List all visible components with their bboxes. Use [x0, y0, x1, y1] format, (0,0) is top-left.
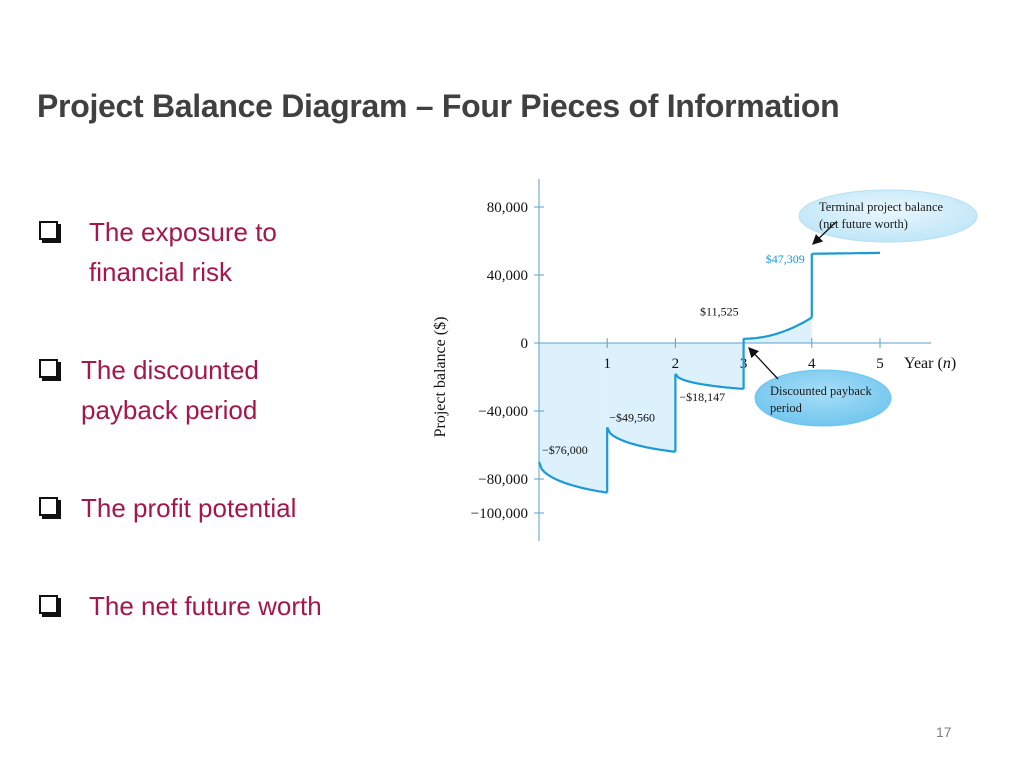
checkbox-bullet-icon: [39, 497, 58, 516]
y-tick-label: −100,000: [471, 506, 528, 522]
balance-segment-year-2: [606, 426, 676, 453]
payback-text-1: Discounted payback: [770, 384, 872, 398]
terminal-balance-callout: [798, 189, 978, 243]
area-fill-year-2: [607, 343, 676, 452]
area-fill-year-3: [675, 343, 744, 389]
payback-text-2: period: [770, 401, 803, 415]
slide-title: Project Balance Diagram – Four Pieces of…: [37, 88, 840, 124]
area-fill-year-1: [539, 343, 608, 493]
checkbox-bullet-icon: [39, 221, 58, 240]
y-tick-label: −80,000: [478, 472, 528, 488]
annotations: Terminal project balance (net future wort…: [748, 189, 978, 427]
terminal-balance-text-1: Terminal project balance: [819, 200, 944, 214]
balance-segment-year-1: [537, 461, 608, 494]
bullet-nfw: The net future worth: [37, 586, 407, 626]
bullet-profit: The profit potential: [37, 488, 407, 528]
y-tick-label: −40,000: [478, 404, 528, 420]
bullet-payback: The discounted payback period: [37, 350, 407, 430]
balance-segment-year-5: [811, 251, 880, 255]
data-label-year-3: $11,525: [700, 304, 739, 318]
area-fill: [539, 317, 812, 493]
data-label-year-2: −$18,147: [679, 390, 725, 404]
axes: 80,00040,0000−40,000−80,000−100,00012345…: [432, 179, 956, 541]
bullet-list: The exposure to financial risk The disco…: [37, 212, 407, 626]
payback-arrow: [748, 347, 779, 380]
terminal-balance-arrow: [812, 221, 837, 245]
area-fill-year-4: [743, 317, 812, 343]
x-tick-label: 4: [808, 356, 816, 372]
terminal-balance-text-2: (net future worth): [819, 217, 908, 231]
balance-segment-year-3: [674, 373, 744, 390]
y-tick-label: 0: [521, 336, 529, 352]
x-tick-label: 2: [672, 356, 680, 372]
x-tick-label: 5: [876, 356, 884, 372]
checkbox-bullet-icon: [39, 359, 58, 378]
data-label-year-0: −$76,000: [542, 443, 588, 457]
bullet-text: The discounted payback period: [81, 355, 259, 425]
x-tick-label: 1: [603, 356, 611, 372]
page-number: 17: [936, 724, 952, 740]
balance-curve: [537, 251, 880, 494]
bullet-text: The profit potential: [81, 493, 297, 523]
y-axis-label: Project balance ($): [432, 317, 449, 438]
balance-segment-year-4: [743, 316, 813, 340]
data-label-year-1: −$49,560: [609, 410, 655, 424]
data-labels: −$76,000 −$49,560 −$18,147 $11,525 $47,309: [542, 252, 805, 457]
payback-callout: [754, 369, 892, 427]
x-axis-label: Year (n): [904, 355, 956, 372]
bullet-text: The exposure to financial risk: [89, 217, 277, 287]
y-tick-label: 80,000: [487, 200, 528, 216]
checkbox-bullet-icon: [39, 595, 58, 614]
bullet-exposure: The exposure to financial risk: [37, 212, 407, 292]
bullet-text: The net future worth: [89, 591, 322, 621]
data-label-year-4: $47,309: [766, 252, 805, 266]
y-tick-label: 40,000: [487, 268, 528, 284]
